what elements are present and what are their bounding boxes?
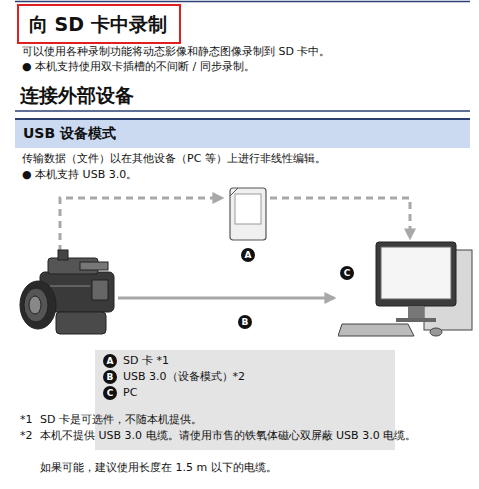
camcorder [20, 250, 114, 334]
bullet-text: ● 本机支持 USB 3.0。 [22, 167, 137, 182]
cable-arrow [118, 297, 334, 300]
callout-letter: C [103, 386, 117, 400]
highlight-box: 向 SD 卡中录制 [17, 4, 181, 44]
dashed-arrow [60, 198, 222, 252]
callout-letter: A [103, 354, 117, 368]
bullet-text: ● 本机支持使用双卡插槽的不间断 / 同步录制。 [22, 59, 255, 74]
sd-card: A [226, 186, 270, 266]
body-text: 传输数据（文件）以在其他设备（PC 等）上进行非线性编辑。 [22, 151, 326, 166]
rule-line [15, 110, 470, 112]
callout-letter: B [238, 315, 252, 329]
callout-letter: A [241, 248, 255, 262]
footnote-mark: *1 [20, 412, 33, 427]
node-text: 向 SD 卡中录制 [29, 12, 169, 36]
rule-line [15, 1, 470, 3]
callout-letter: C [340, 266, 354, 280]
dashed-arrow [270, 198, 410, 238]
section-heading: 连接外部设备 [20, 82, 134, 108]
footnote-text: 本机不提供 USB 3.0 电缆。请使用市售的铁氧体磁心双屏蔽 USB 3.0 … [40, 428, 465, 443]
callout-letter: B [103, 370, 117, 384]
callout-number: A [103, 354, 117, 368]
node-text: USB 3.0（设备模式）*2 [123, 369, 389, 385]
section-band: USB 设备模式 [15, 118, 470, 148]
callout-number: B [103, 370, 117, 384]
footnote-text: SD 卡是可选件，不随本机提供。 [40, 412, 202, 427]
pc-computer-outline [338, 240, 475, 340]
footnote-text: 如果可能，建议使用长度在 1.5 m 以下的电缆。 [40, 460, 277, 475]
node-text: SD 卡 *1 [123, 353, 389, 369]
node-text: PC [123, 385, 389, 401]
callout-number: B [238, 315, 252, 329]
node-text: USB 设备模式 [23, 124, 462, 142]
footnote-mark: *2 [20, 428, 33, 443]
body-text: 可以使用各种录制功能将动态影像和静态图像录制到 SD 卡中。 [22, 44, 330, 59]
pc-computer: C [338, 240, 475, 340]
callout-number: C [103, 386, 117, 400]
